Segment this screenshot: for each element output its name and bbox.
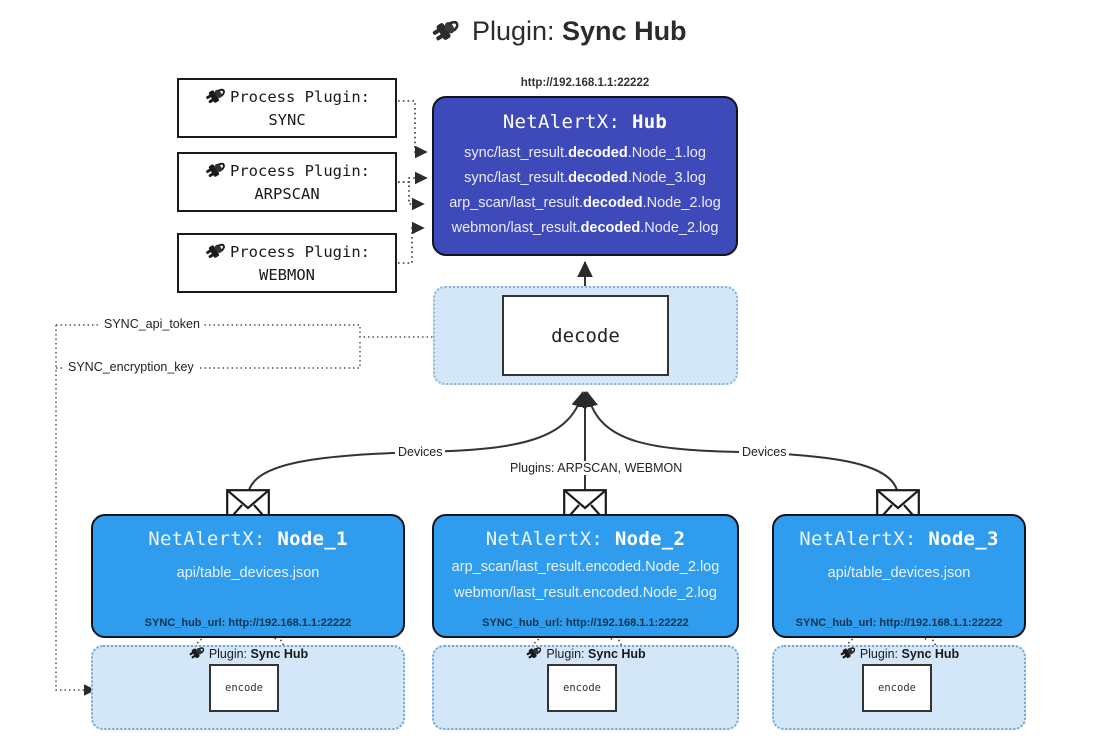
plug-icon (204, 86, 226, 111)
hub-card[interactable]: NetAlertX: Hub sync/last_result.decoded.… (432, 96, 738, 256)
plug-icon (204, 160, 226, 185)
devices-left-label: Devices (395, 445, 446, 459)
hub-log-mid: decoded (580, 220, 641, 236)
encode-box-2[interactable]: encode (547, 664, 617, 712)
encoder-plugin-name: Sync Hub (250, 647, 309, 661)
hub-log-post: .Node_2.log (642, 195, 721, 211)
hub-log-pre: sync/last_result. (464, 170, 569, 186)
page-title-prefix: Plugin: (471, 16, 555, 46)
hub-url-label: http://192.168.1.1:22222 (520, 77, 650, 89)
hub-log-line: sync/last_result.decoded.Node_3.log (434, 166, 736, 191)
process-plugin-card[interactable]: Process Plugin: ARPSCAN (177, 152, 397, 212)
encode-box-1[interactable]: encode (209, 664, 279, 712)
plug-icon (204, 241, 226, 266)
hub-log-mid: decoded (568, 170, 628, 186)
hub-log-post: .Node_3.log (627, 170, 706, 186)
process-plugin-card[interactable]: Process Plugin: SYNC (177, 78, 397, 138)
plug-icon (839, 645, 856, 663)
hub-title-name: Hub (631, 111, 668, 133)
plug-icon (430, 17, 460, 50)
node-title-prefix: NetAlertX: (148, 528, 266, 550)
node-title: NetAlertX: Node_2 (434, 528, 737, 550)
process-plugin-card[interactable]: Process Plugin: WEBMON (177, 233, 397, 293)
encoder-plugin-prefix: Plugin: (208, 647, 248, 661)
encoder-plugin-label-1: Plugin: Sync Hub (91, 645, 405, 663)
process-plugin-line2: ARPSCAN (254, 184, 320, 203)
node-resource-line: api/table_devices.json (176, 565, 320, 581)
encoder-plugin-name: Sync Hub (588, 647, 646, 661)
node-line-list: api/table_devices.json (93, 560, 403, 586)
process-plugin-line1: Process Plugin: (230, 88, 370, 107)
encode-box-3[interactable]: encode (862, 664, 932, 712)
hub-log-post: .Node_1.log (627, 145, 706, 161)
sync-encryption-key-label: SYNC_encryption_key (65, 360, 197, 374)
hub-log-pre: webmon/last_result. (451, 220, 581, 236)
encoder-plugin-prefix: Plugin: (546, 647, 585, 661)
node-resource-line: api/table_devices.json (827, 565, 971, 581)
decode-box[interactable]: decode (502, 295, 669, 376)
hub-log-line: sync/last_result.decoded.Node_1.log (434, 141, 736, 166)
process-plugin-line1: Process Plugin: (230, 162, 370, 181)
node-hub-url: SYNC_hub_url: http://192.168.1.1:22222 (482, 617, 689, 629)
process-plugin-line1: Process Plugin: (230, 243, 370, 262)
encoder-container-3 (772, 645, 1026, 730)
process-plugin-line2: WEBMON (259, 265, 315, 284)
encoder-plugin-label-3: Plugin: Sync Hub (772, 645, 1026, 663)
node-title-prefix: NetAlertX: (799, 528, 917, 550)
node-line-list: arp_scan/last_result.encoded.Node_2.log … (434, 554, 737, 606)
node-hub-url: SYNC_hub_url: http://192.168.1.1:22222 (144, 617, 352, 629)
node-title-prefix: NetAlertX: (485, 528, 604, 550)
hub-line-list: sync/last_result.decoded.Node_1.log sync… (434, 141, 736, 241)
hub-log-line: arp_scan/last_result.decoded.Node_2.log (434, 191, 736, 216)
hub-log-pre: sync/last_result. (464, 145, 569, 161)
node-title-name: Node_1 (277, 528, 348, 550)
hub-title-prefix: NetAlertX: (502, 111, 621, 133)
node-hub-url: SYNC_hub_url: http://192.168.1.1:22222 (795, 617, 1003, 629)
node-resource-line: arp_scan/last_result.encoded.Node_2.log (451, 559, 720, 575)
hub-log-pre: arp_scan/last_result. (449, 195, 583, 211)
encoder-plugin-prefix: Plugin: (859, 647, 899, 661)
sync-api-token-label: SYNC_api_token (101, 317, 203, 331)
node-card-1[interactable]: NetAlertX: Node_1 api/table_devices.json… (91, 514, 405, 638)
plug-icon (188, 645, 205, 663)
page-title: Plugin: Sync Hub (0, 16, 1117, 50)
hub-log-mid: decoded (568, 145, 628, 161)
encoder-plugin-label-2: Plugin: Sync Hub (432, 645, 739, 663)
node-line-list: api/table_devices.json (774, 560, 1024, 586)
plugins-center-label: Plugins: ARPSCAN, WEBMON (507, 461, 686, 475)
node-card-3[interactable]: NetAlertX: Node_3 api/table_devices.json… (772, 514, 1026, 638)
process-plugin-line2: SYNC (268, 110, 306, 129)
devices-right-label: Devices (739, 445, 790, 459)
node-resource-line: webmon/last_result.encoded.Node_2.log (454, 585, 717, 601)
node-title-name: Node_3 (928, 528, 999, 550)
plug-icon (525, 645, 542, 663)
hub-log-post: .Node_2.log (640, 220, 719, 236)
node-title-name: Node_2 (614, 528, 686, 550)
node-title: NetAlertX: Node_3 (774, 528, 1024, 550)
hub-log-mid: decoded (582, 195, 643, 211)
node-card-2[interactable]: NetAlertX: Node_2 arp_scan/last_result.e… (432, 514, 739, 638)
hub-log-line: webmon/last_result.decoded.Node_2.log (434, 216, 736, 241)
hub-title: NetAlertX: Hub (434, 111, 736, 133)
page-title-name: Sync Hub (562, 16, 687, 46)
node-title: NetAlertX: Node_1 (93, 528, 403, 550)
encoder-plugin-name: Sync Hub (901, 647, 960, 661)
